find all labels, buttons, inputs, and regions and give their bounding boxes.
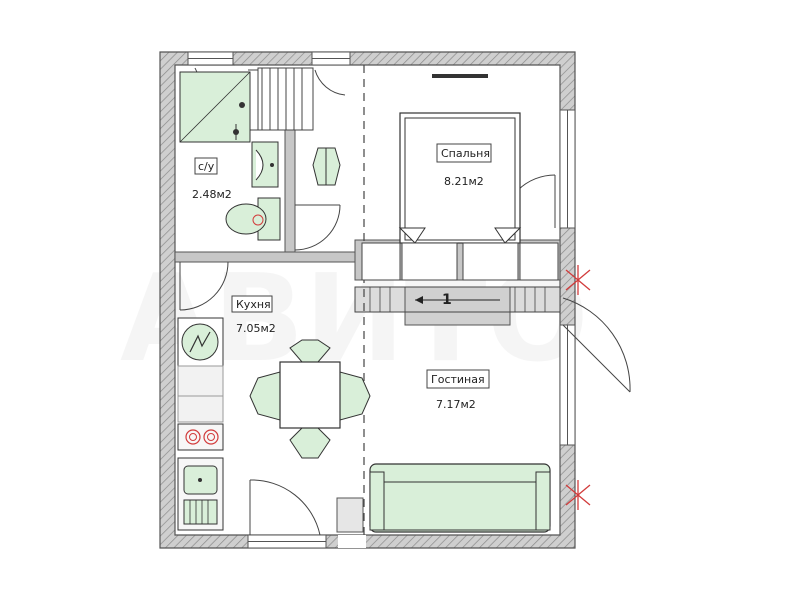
dining-table [249,339,371,459]
bedside-tables [361,242,559,281]
room-kitchen: Кухня 7.05м2 [231,295,276,335]
kitchen-cabinet [177,365,224,397]
bathroom-label: с/у [198,160,215,173]
sink-icon [251,141,279,188]
outer-walls [159,51,576,549]
shower-icon [179,71,251,143]
room-bedroom: Спальня 8.21м2 [436,143,492,188]
kitchen-area: 7.05м2 [236,322,276,335]
radiator-icon [565,265,591,295]
living-area: 7.17м2 [436,398,476,411]
kitchen-sink-icon [177,457,224,531]
shoe-cabinet [336,497,364,533]
living-label: Гостиная [431,373,485,386]
washing-machine-icon [177,317,224,367]
bathroom-chair [312,147,341,186]
bedroom-area: 8.21м2 [444,175,484,188]
stair-number: 1 [442,292,452,308]
electric-stove-icon [177,423,224,451]
room-bathroom: с/у 2.48м2 [192,157,232,201]
toilet-icon [225,197,281,241]
bed [398,74,522,244]
bathroom-area: 2.48м2 [192,188,232,201]
kitchen-cabinet [177,395,224,423]
sofa [369,463,551,533]
room-living: Гостиная 7.17м2 [426,369,490,411]
radiator-icon [565,480,591,510]
bedroom-label: Спальня [441,147,490,160]
staircase [248,67,314,131]
kitchen-label: Кухня [236,298,271,311]
stair-marker: 1 [354,286,561,313]
